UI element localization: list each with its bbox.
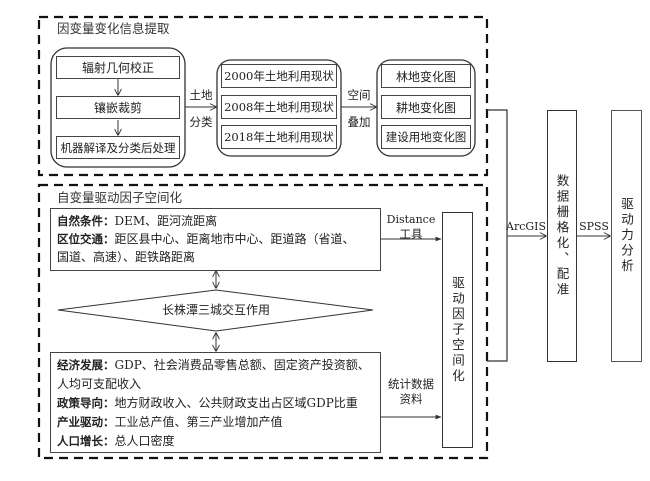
factor-row: 产业驱动：工业总产值、第三产业增加产值 bbox=[57, 413, 374, 432]
factor-category: 产业驱动： bbox=[57, 415, 115, 429]
interaction-label: 长株潭三城交互作用 bbox=[161, 303, 270, 317]
label-tool: 工具 bbox=[399, 227, 423, 241]
factor-row: 自然条件：DEM、距河流距离 bbox=[57, 212, 374, 231]
factor-category: 政策导向： bbox=[57, 396, 115, 410]
factor-category: 自然条件： bbox=[57, 214, 115, 228]
rasterization-label: 数据栅格化、配准 bbox=[554, 174, 570, 298]
label-land: 土地 bbox=[189, 88, 213, 102]
factor-items: 总人口密度 bbox=[114, 434, 175, 448]
label-classification: 分类 bbox=[189, 115, 213, 129]
dependent-section-title: 因变量变化信息提取 bbox=[57, 21, 170, 36]
land-use-group bbox=[216, 59, 342, 157]
land-use-2008: 2008年土地利用现状 bbox=[221, 95, 337, 119]
factor-items: 距区县中心、距离地市中心、距道路（省道、 bbox=[114, 232, 355, 246]
factor-items: 工业总产值、第三产业增加产值 bbox=[114, 415, 283, 429]
factor-row: 人均可支配收入 bbox=[57, 375, 374, 394]
factor-category: 经济发展： bbox=[57, 358, 115, 372]
preprocess-step-mosaic: 镶嵌裁剪 bbox=[56, 96, 180, 119]
label-arcgis: ArcGIS bbox=[506, 220, 547, 233]
factor-row: 区位交通：距区县中心、距离地市中心、距道路（省道、 bbox=[57, 230, 374, 249]
preprocess-step-interpretation: 机器解译及分类后处理 bbox=[56, 136, 180, 159]
spatialization-label: 驱动因子空间化 bbox=[450, 275, 465, 385]
label-statistical: 统计数据 bbox=[388, 377, 434, 391]
statistical-factors-box: 经济发展：GDP、社会消费品零售总额、固定资产投资额、 人均可支配收入 政策导向… bbox=[50, 352, 381, 453]
label-data: 资料 bbox=[399, 392, 423, 406]
dependent-section-frame bbox=[37, 15, 489, 177]
factor-row: 经济发展：GDP、社会消费品零售总额、固定资产投资额、 bbox=[57, 356, 374, 375]
forest-change-map: 林地变化图 bbox=[381, 64, 471, 88]
label-overlay: 叠加 bbox=[347, 115, 371, 129]
preprocess-step-radiometric: 辐射几何校正 bbox=[56, 56, 180, 79]
spatialization-box: 驱动因子空间化 bbox=[442, 212, 473, 448]
factor-items: 地方财政收入、公共财政支出占区域GDP比重 bbox=[114, 396, 358, 410]
interaction-diamond bbox=[57, 289, 374, 332]
driving-force-label: 驱动力分析 bbox=[619, 197, 634, 275]
cropland-change-map: 耕地变化图 bbox=[381, 95, 471, 119]
factor-category: 人口增长： bbox=[57, 434, 115, 448]
factor-row: 政策导向：地方财政收入、公共财政支出占区域GDP比重 bbox=[57, 394, 374, 413]
independent-section-title: 自变量驱动因子空间化 bbox=[57, 190, 183, 205]
factor-row: 人口增长：总人口密度 bbox=[57, 432, 374, 451]
factor-items: DEM、距河流距离 bbox=[114, 214, 218, 228]
label-spatial: 空间 bbox=[347, 88, 371, 102]
land-use-2018: 2018年土地利用现状 bbox=[221, 125, 337, 149]
driving-force-analysis-box: 驱动力分析 bbox=[611, 110, 642, 362]
factor-items: 人均可支配收入 bbox=[57, 377, 142, 391]
factor-items: 国道、高速）、距铁路距离 bbox=[57, 250, 196, 264]
factor-items: GDP、社会消费品零售总额、固定资产投资额、 bbox=[114, 358, 370, 372]
land-use-2000: 2000年土地利用现状 bbox=[221, 64, 337, 88]
independent-section-frame bbox=[37, 183, 489, 460]
factor-category: 区位交通： bbox=[57, 232, 115, 246]
distance-factors-box: 自然条件：DEM、距河流距离 区位交通：距区县中心、距离地市中心、距道路（省道、… bbox=[50, 208, 381, 271]
rasterization-box: 数据栅格化、配准 bbox=[547, 110, 577, 362]
construction-change-map: 建设用地变化图 bbox=[381, 125, 471, 149]
factor-row: 国道、高速）、距铁路距离 bbox=[57, 248, 374, 267]
label-distance: Distance bbox=[386, 213, 436, 226]
label-spss: SPSS bbox=[579, 220, 609, 233]
merge-bracket bbox=[487, 109, 508, 362]
change-map-group bbox=[376, 59, 476, 157]
